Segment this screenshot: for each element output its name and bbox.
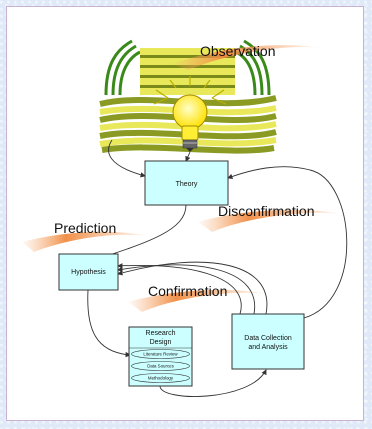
arrow-bulb-to-theory (185, 151, 191, 162)
prediction-label: Prediction (54, 220, 116, 236)
arrow-design-to-data (159, 369, 267, 397)
arrow-data-to-hypothesis-2 (117, 264, 256, 315)
literature-review-label: Literature Review (143, 352, 178, 357)
arrow-hypothesis-to-design (87, 289, 131, 358)
methodology-label: Methodology (148, 376, 174, 381)
theory-label: Theory (176, 181, 198, 188)
data-collection-line1: Data Collection (244, 335, 292, 342)
prediction-swoosh (22, 231, 148, 252)
research-design-box: Research Design Literature Review Data S… (128, 326, 193, 387)
data-sources-label: Data Sources (147, 364, 174, 369)
literature-review-oval (131, 349, 190, 359)
observation-swoosh (172, 45, 320, 70)
theory-box: Theory (144, 160, 229, 206)
arrow-data-to-hypothesis-1 (117, 263, 242, 315)
connectors (87, 139, 348, 397)
sun-arcs (104, 39, 271, 96)
hypothesis-box: Hypothesis (58, 253, 119, 291)
arrow-data-to-theory (227, 166, 348, 319)
observation-label: Observation (200, 43, 275, 59)
data-collection-line2: and Analysis (248, 344, 288, 351)
disconfirmation-label: Disconfirmation (218, 203, 314, 219)
disconfirmation-swoosh (198, 209, 342, 232)
data-sources-oval (131, 361, 190, 371)
confirmation-label: Confirmation (148, 283, 227, 299)
arrow-data-to-hypothesis-3 (117, 261, 268, 315)
data-collection-box: Data Collection and Analysis (231, 313, 305, 370)
confirmation-swoosh (128, 289, 266, 312)
arrow-observation-to-theory (108, 139, 146, 178)
lightbulb-icon (153, 76, 227, 152)
research-design-title-line1: Research (146, 330, 176, 337)
hypothesis-label: Hypothesis (71, 269, 106, 276)
research-design-title-line2: Design (150, 339, 172, 346)
methodology-oval (131, 373, 190, 383)
